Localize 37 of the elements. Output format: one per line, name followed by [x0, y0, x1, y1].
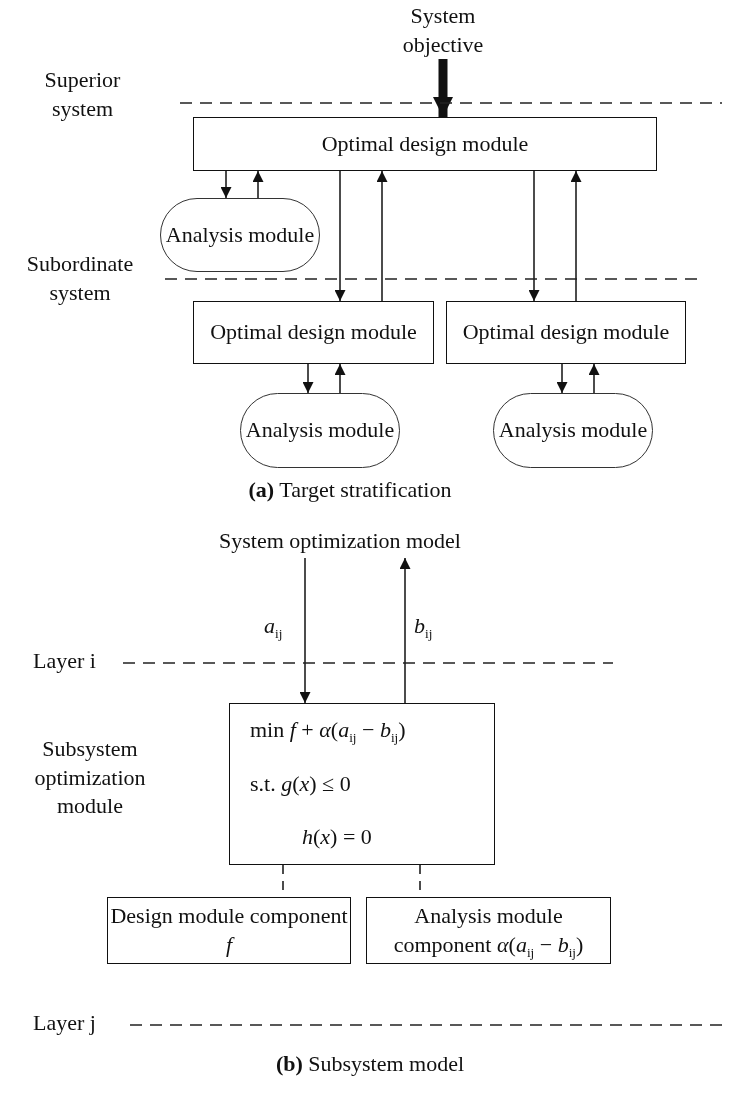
module-text: Analysis module	[245, 416, 395, 445]
arrow	[570, 170, 582, 302]
module-text: Analysis module	[165, 220, 315, 249]
arrow	[302, 363, 314, 394]
heading-text: System objective	[380, 3, 506, 59]
arrow	[252, 170, 264, 199]
process-box	[446, 301, 686, 364]
process-box	[193, 117, 657, 171]
module-text: Optimal design module	[462, 318, 670, 347]
module-text: Analysis module	[498, 416, 648, 445]
figure-caption: (a) Target stratification	[247, 476, 453, 504]
layer-label: Superior system	[43, 66, 122, 123]
arrow	[334, 363, 346, 394]
equation-text: h(x) = 0	[302, 823, 372, 851]
arrow	[334, 170, 346, 302]
arrow	[376, 170, 388, 302]
equation-text: min f + α(a$_{ij}$ − b$_{ij}$)	[250, 716, 406, 745]
figure-caption: (b) Subsystem model	[274, 1050, 466, 1078]
arrow	[588, 363, 600, 394]
arrow	[299, 557, 311, 704]
layer-label: Layer j	[32, 1009, 97, 1037]
layer-label: Layer i	[32, 647, 97, 675]
arrow	[220, 170, 232, 199]
module-text: Analysis module component α(a$_{ij}$ − b$_{ij}$)	[392, 901, 585, 960]
equation-box	[229, 703, 495, 865]
heading-text: System optimization model	[170, 524, 510, 558]
arrow	[399, 557, 411, 704]
module-text: Design module component f	[109, 901, 349, 959]
equation-text: s.t. g(x) ≤ 0	[250, 769, 351, 798]
arrow	[556, 363, 568, 394]
side-caption: Subsystem optimization module	[33, 735, 147, 821]
layer-label: Subordinate system	[25, 250, 135, 307]
arrow	[528, 170, 540, 302]
process-box	[193, 301, 434, 364]
module-text: Optimal design module	[210, 318, 417, 347]
process-box	[366, 897, 611, 964]
module-text: Optimal design module	[321, 129, 529, 158]
